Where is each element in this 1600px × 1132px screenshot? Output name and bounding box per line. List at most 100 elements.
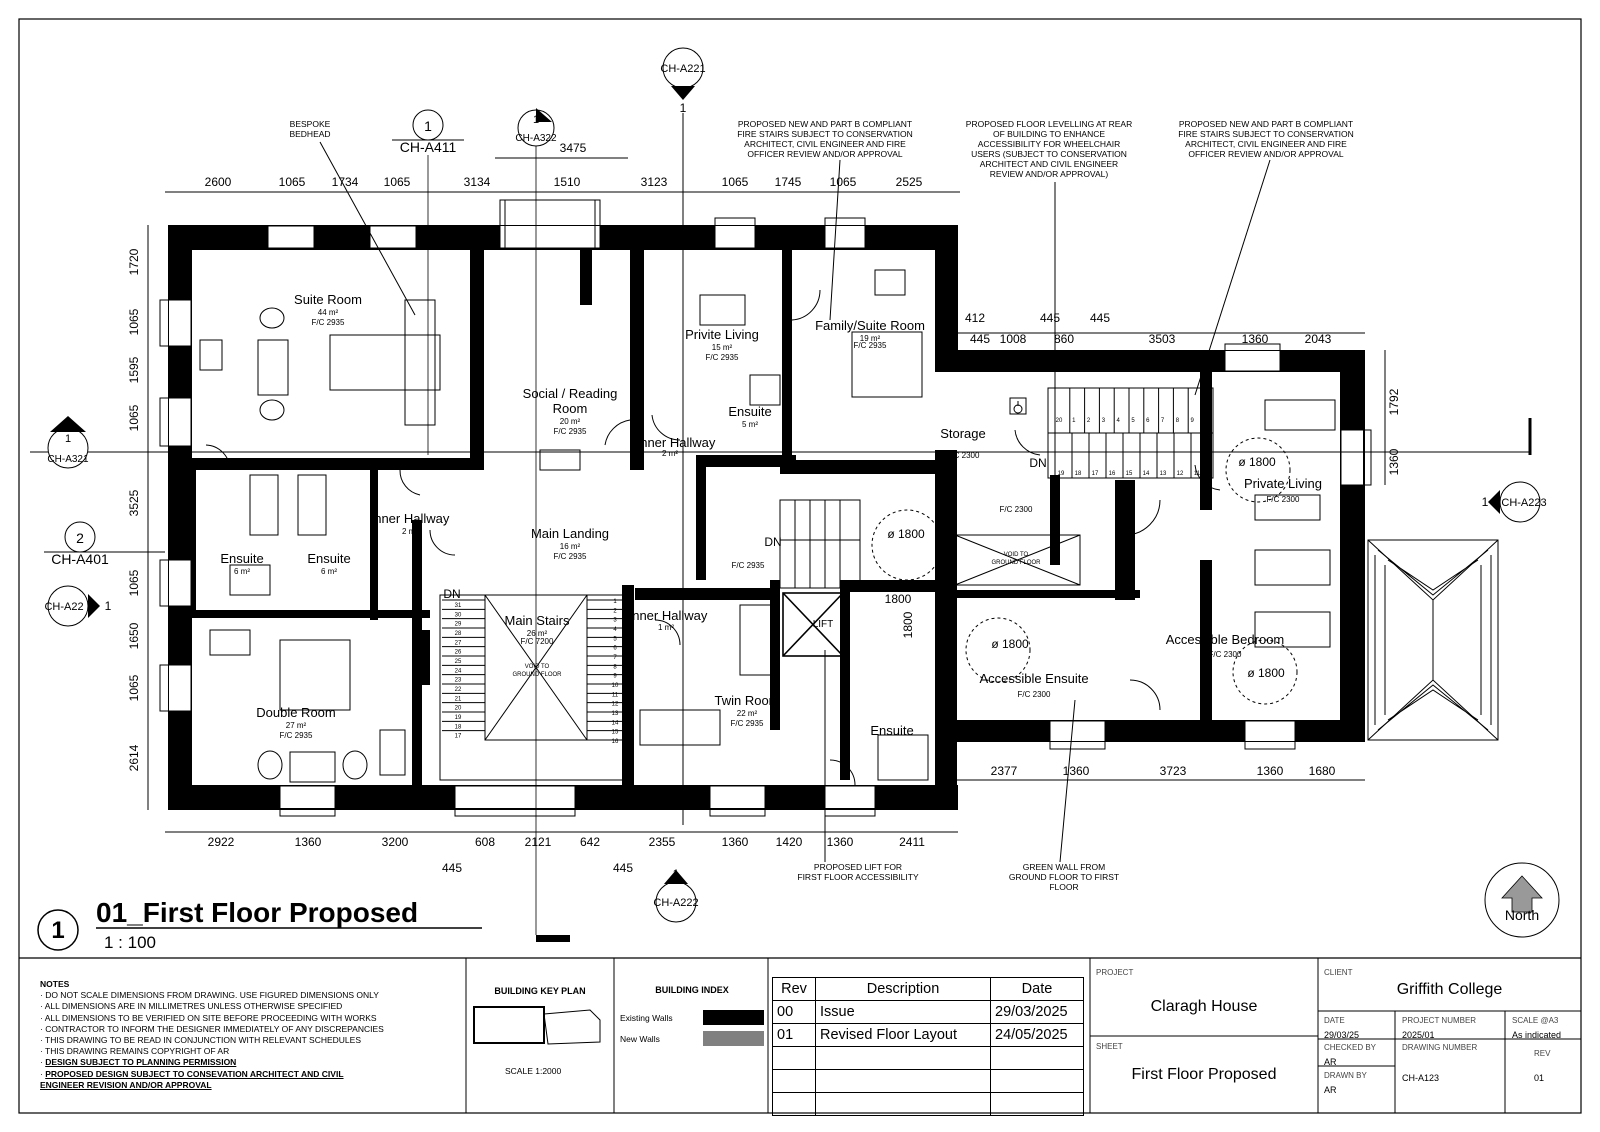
dim-rear-bottom-4: 1680 bbox=[1309, 764, 1336, 778]
stair-number: 19 bbox=[1058, 471, 1065, 477]
dim-left-3: 1065 bbox=[127, 404, 141, 431]
dimension-lines bbox=[30, 113, 1532, 833]
note-bedhead-2: BEDHEAD bbox=[289, 129, 330, 139]
dn-rear: DN bbox=[1029, 456, 1046, 470]
room-social-name: Social / Reading bbox=[523, 386, 618, 401]
title-block-grid bbox=[465, 958, 1581, 1113]
room-innerhall2-area: 2 m² bbox=[402, 527, 418, 536]
checked-value: AR bbox=[1324, 1057, 1337, 1067]
turning-4: ø 1800 bbox=[1247, 666, 1285, 680]
note-item: · CONTRACTOR TO INFORM THE DESIGNER IMME… bbox=[40, 1023, 384, 1034]
stair-number: 19 bbox=[455, 715, 462, 721]
note-bold: DESIGN SUBJECT TO PLANNING PERMISSION bbox=[45, 1057, 237, 1068]
note-fire1-2: FIRE STAIRS SUBJECT TO CONSERVATION bbox=[737, 129, 913, 139]
client-name: Griffith College bbox=[1396, 981, 1503, 998]
note-green-3: FLOOR bbox=[1049, 882, 1078, 892]
ref-a322: CH-A322 bbox=[515, 133, 557, 144]
dim-rear-bottom-3: 1360 bbox=[1257, 764, 1284, 778]
dim-bottom-small-0: 445 bbox=[442, 861, 462, 875]
void-rear bbox=[954, 534, 1081, 586]
void-main-1: VOID TO bbox=[525, 664, 550, 670]
door-swings bbox=[205, 289, 1221, 786]
room-twin-area: 22 m² bbox=[737, 709, 758, 718]
note-bold: PROPOSED DESIGN SUBJECT TO CONSEVATION A… bbox=[45, 1068, 344, 1079]
lift-shaft bbox=[782, 592, 844, 657]
room-ensuite3-area: 6 m² bbox=[321, 567, 337, 576]
room-double-area: 27 m² bbox=[286, 721, 307, 730]
dim-rear-0: 412 bbox=[965, 311, 985, 325]
scale-value: As indicated bbox=[1512, 1030, 1562, 1040]
ref-a223: CH-A223 bbox=[1501, 497, 1546, 509]
leader-lines bbox=[319, 141, 1271, 863]
key-plan-scale: SCALE 1:2000 bbox=[505, 1066, 562, 1076]
void-main-2: GROUND FLOOR bbox=[512, 672, 562, 678]
dim-top-10: 2525 bbox=[896, 175, 923, 189]
stair-number: 26 bbox=[455, 650, 462, 656]
stair-number: 17 bbox=[1092, 471, 1099, 477]
room-storage-name: Storage bbox=[940, 426, 986, 441]
stair-number: 24 bbox=[455, 668, 462, 674]
swatch-existing bbox=[703, 1010, 764, 1025]
rev-value: 01 bbox=[1534, 1073, 1545, 1083]
fc-2935-label: F/C 2935 bbox=[732, 561, 765, 570]
stair-number: 20 bbox=[455, 706, 462, 712]
dim-bottom-7: 1360 bbox=[722, 835, 749, 849]
stair-number: 21 bbox=[455, 696, 462, 702]
dim-rear-8: 2043 bbox=[1305, 332, 1332, 346]
stair-number: 10 bbox=[1204, 418, 1211, 424]
stair-number: 2 bbox=[1087, 418, 1091, 424]
stair-number: 13 bbox=[1160, 471, 1167, 477]
key-plan-sub: SCALE 1:2000 Existing Walls New Walls bbox=[505, 1013, 673, 1076]
room-social-name2: Room bbox=[553, 401, 588, 416]
sheet-name: First Floor Proposed bbox=[1131, 1066, 1277, 1083]
rev-cell: 24/05/2025 bbox=[990, 1023, 1084, 1047]
stair-number: 9 bbox=[1191, 418, 1195, 424]
dim-bottom-0: 2922 bbox=[208, 835, 235, 849]
ref-a223-num: 1 bbox=[1482, 495, 1489, 509]
existing-walls bbox=[168, 225, 1365, 810]
stair-number: 6 bbox=[613, 646, 617, 652]
building-index-title: BUILDING INDEX bbox=[655, 985, 729, 995]
stair-number: 1 bbox=[613, 599, 617, 605]
drawing-title-block: 1 01_First Floor Proposed 1 : 100 bbox=[37, 897, 482, 952]
stair-number: 23 bbox=[455, 678, 462, 684]
dim-right-1: 1360 bbox=[1387, 448, 1401, 475]
rev-cell: 29/03/2025 bbox=[990, 1000, 1084, 1024]
stair-number: 3 bbox=[1102, 418, 1106, 424]
dim-rear-3: 445 bbox=[1040, 311, 1060, 325]
note-lift-1: PROPOSED LIFT FOR bbox=[814, 862, 902, 872]
dim-1800-horiz: 1800 bbox=[885, 592, 912, 606]
dim-top-7: 1065 bbox=[722, 175, 749, 189]
stair-number: 15 bbox=[612, 730, 619, 736]
window-openings bbox=[169, 226, 1363, 808]
stair-number: 29 bbox=[455, 622, 462, 628]
ref-a411: CH-A411 bbox=[400, 139, 457, 155]
drawn-value: AR bbox=[1324, 1085, 1337, 1095]
swatch-new bbox=[703, 1031, 764, 1046]
stair-number: 20 bbox=[1056, 418, 1063, 424]
stair-number: 12 bbox=[612, 702, 619, 708]
project-label: PROJECT bbox=[1096, 968, 1134, 977]
stair-number: 11 bbox=[1194, 471, 1201, 477]
note-item: · THIS DRAWING TO BE READ IN CONJUNCTION… bbox=[40, 1035, 361, 1046]
stair-number: 13 bbox=[612, 711, 619, 717]
drawing-title-tag: 1 bbox=[51, 917, 64, 944]
dim-left-4: 3525 bbox=[127, 489, 141, 516]
stair-number: 2 bbox=[613, 608, 617, 614]
stair-number: 25 bbox=[455, 659, 462, 665]
room-ensuite1-area: 5 m² bbox=[742, 420, 758, 429]
green-wall-hatch bbox=[1367, 539, 1499, 741]
room-ensuite1-name: Ensuite bbox=[728, 404, 771, 419]
rev-cell: Revised Floor Layout bbox=[815, 1023, 991, 1047]
note-bedhead-1: BESPOKE bbox=[290, 119, 331, 129]
table-row: Rev Description Date bbox=[772, 977, 1084, 1001]
note-level-4: USERS (SUBJECT TO CONSERVATION bbox=[971, 149, 1127, 159]
room-acc-bedroom-fc: F/C 2300 bbox=[1209, 650, 1242, 659]
dim-top-6: 3123 bbox=[641, 175, 668, 189]
room-innerhall1-area: 2 m² bbox=[662, 449, 678, 458]
turning-2: ø 1800 bbox=[1238, 455, 1276, 469]
note-level-2: OF BUILDING TO ENHANCE bbox=[993, 129, 1105, 139]
room-mainstairs-fc: F/C 7200 bbox=[521, 637, 554, 646]
ref-a411-num: 1 bbox=[424, 118, 432, 134]
